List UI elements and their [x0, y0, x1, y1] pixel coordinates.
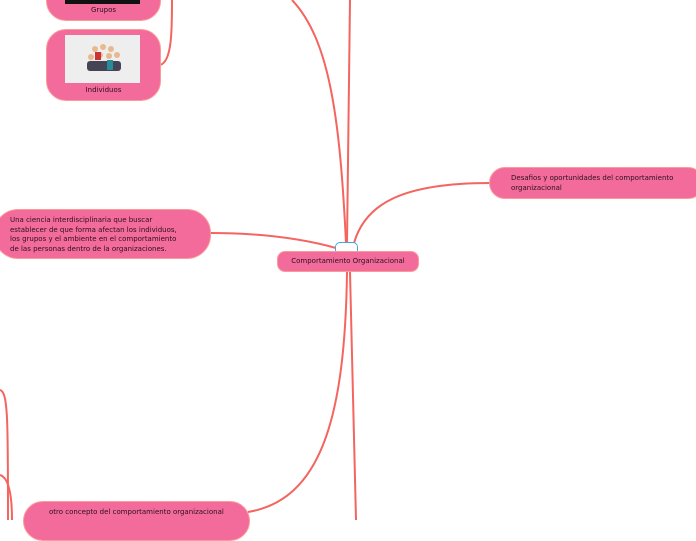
link-ciencia [209, 232, 337, 249]
grupos-image [65, 0, 140, 4]
node-otro-label: otro concepto del comportamiento organiz… [49, 508, 224, 516]
link-left-1 [0, 389, 9, 520]
node-grupos-label: Grupos [90, 6, 117, 14]
selection-handle[interactable] [335, 242, 358, 252]
link-up [346, 0, 351, 244]
node-central-label: Comportamiento Organizacional [291, 257, 405, 265]
connector-lines [0, 0, 491, 520]
node-central[interactable]: Comportamiento Organizacional [277, 251, 419, 272]
link-left-2 [0, 474, 13, 520]
node-ciencia[interactable]: Una ciencia interdisciplinaria que busca… [0, 209, 211, 259]
node-ciencia-label: Una ciencia interdisciplinaria que busca… [10, 216, 177, 253]
people-icon [87, 44, 121, 71]
link-down [349, 271, 357, 520]
link-individuos [159, 0, 173, 66]
node-individuos-label: Individuos [85, 86, 122, 94]
link-up-left [291, 0, 347, 244]
node-desafios[interactable]: Desafios y oportunidades del comportamie… [489, 167, 696, 199]
people-image [65, 35, 140, 83]
link-otro [247, 271, 348, 513]
node-individuos[interactable]: Individuos [46, 29, 161, 101]
node-desafios-label: Desafios y oportunidades del comportamie… [511, 174, 674, 192]
node-otro[interactable]: otro concepto del comportamiento organiz… [23, 501, 250, 541]
link-desafios [353, 182, 491, 244]
node-grupos[interactable]: Grupos [46, 0, 161, 21]
